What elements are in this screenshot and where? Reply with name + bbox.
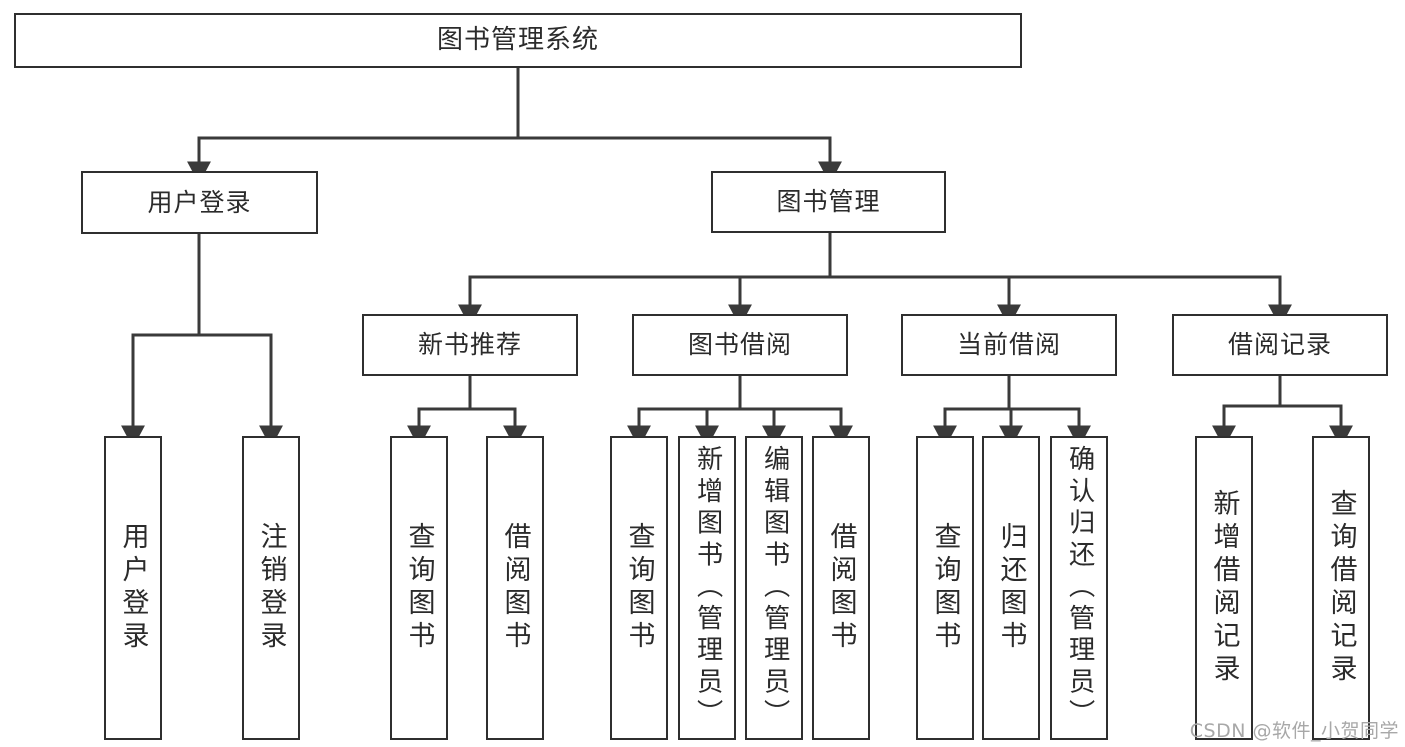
node-leaf-user-login[interactable]: 用户登录 <box>104 436 162 740</box>
node-leaf-query-book-current[interactable]: 查询图书 <box>916 436 974 740</box>
node-borrow-record-label: 借阅记录 <box>1227 330 1332 359</box>
node-leaf-add-book[interactable]: 新增图书（管理员） <box>678 436 736 740</box>
node-new-book-recommend[interactable]: 新书推荐 <box>362 314 578 376</box>
node-leaf-edit-book-label: 编辑图书（管理员） <box>759 445 790 731</box>
node-leaf-logout[interactable]: 注销登录 <box>242 436 300 740</box>
node-current-borrow-label: 当前借阅 <box>956 330 1061 359</box>
node-book-manage-label: 图书管理 <box>776 187 881 216</box>
csdn-watermark: CSDN @软件_小贺同学 <box>1189 720 1399 742</box>
node-leaf-borrow-book-recommend-label: 借阅图书 <box>499 522 531 654</box>
node-leaf-logout-label: 注销登录 <box>255 522 287 654</box>
node-borrow-record[interactable]: 借阅记录 <box>1172 314 1388 376</box>
node-leaf-query-book-current-label: 查询图书 <box>929 522 961 654</box>
node-leaf-add-borrow-record-label: 新增借阅记录 <box>1208 489 1240 687</box>
node-leaf-borrow-book-recommend[interactable]: 借阅图书 <box>486 436 544 740</box>
node-leaf-query-book-borrow-label: 查询图书 <box>623 522 655 654</box>
node-root[interactable]: 图书管理系统 <box>14 13 1022 68</box>
node-new-book-recommend-label: 新书推荐 <box>417 330 522 359</box>
node-leaf-query-book-recommend-label: 查询图书 <box>403 522 435 654</box>
node-book-manage[interactable]: 图书管理 <box>711 171 946 233</box>
node-book-borrow[interactable]: 图书借阅 <box>632 314 848 376</box>
node-leaf-borrow-book[interactable]: 借阅图书 <box>812 436 870 740</box>
node-leaf-return-book[interactable]: 归还图书 <box>982 436 1040 740</box>
node-leaf-add-book-label: 新增图书（管理员） <box>692 445 723 731</box>
node-book-borrow-label: 图书借阅 <box>687 330 792 359</box>
node-leaf-query-book-borrow[interactable]: 查询图书 <box>610 436 668 740</box>
node-user-login[interactable]: 用户登录 <box>81 171 318 234</box>
node-leaf-edit-book[interactable]: 编辑图书（管理员） <box>745 436 803 740</box>
node-leaf-query-borrow-record[interactable]: 查询借阅记录 <box>1312 436 1370 740</box>
node-leaf-user-login-label: 用户登录 <box>117 522 149 654</box>
node-leaf-query-borrow-record-label: 查询借阅记录 <box>1325 489 1357 687</box>
node-leaf-add-borrow-record[interactable]: 新增借阅记录 <box>1195 436 1253 740</box>
node-leaf-return-book-label: 归还图书 <box>995 522 1027 654</box>
node-leaf-confirm-return[interactable]: 确认归还（管理员） <box>1050 436 1108 740</box>
node-current-borrow[interactable]: 当前借阅 <box>901 314 1117 376</box>
node-leaf-query-book-recommend[interactable]: 查询图书 <box>390 436 448 740</box>
node-leaf-confirm-return-label: 确认归还（管理员） <box>1064 445 1095 731</box>
node-leaf-borrow-book-label: 借阅图书 <box>825 522 857 654</box>
node-user-login-label: 用户登录 <box>147 187 252 217</box>
node-root-label: 图书管理系统 <box>436 24 599 55</box>
